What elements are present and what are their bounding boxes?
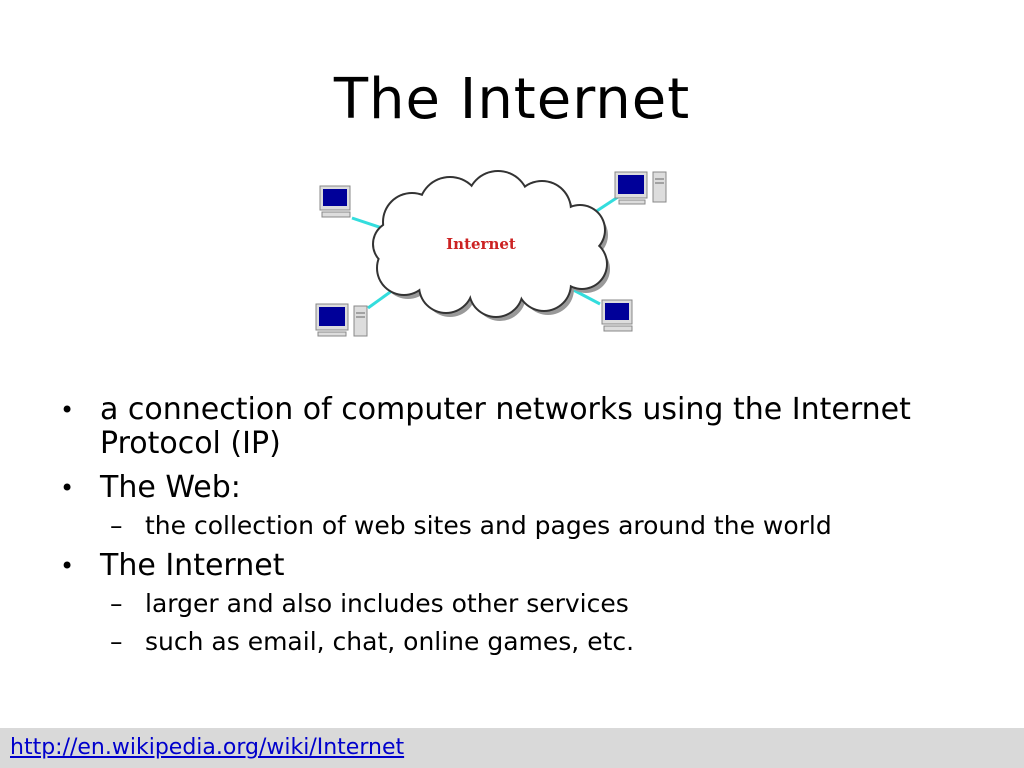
sub-bullet-glyph: –	[110, 589, 123, 618]
sub-bullet-text: such as email, chat, online games, etc.	[145, 627, 635, 656]
bullet-glyph: •	[60, 396, 75, 424]
computer-icon	[614, 171, 667, 205]
computer-icon	[319, 185, 351, 218]
cloud-label: Internet	[446, 235, 516, 253]
bullet-item: • The Internet	[60, 549, 1000, 583]
sub-bullet-item: – larger and also includes other service…	[60, 589, 1000, 619]
source-link[interactable]: http://en.wikipedia.org/wiki/Internet	[10, 735, 405, 760]
bullet-text: The Web:	[100, 470, 241, 505]
computer-icon	[601, 299, 633, 332]
sub-bullet-item: – the collection of web sites and pages …	[60, 511, 1000, 541]
cloud	[374, 172, 606, 316]
bullet-glyph: •	[60, 474, 75, 502]
footer-bar: http://en.wikipedia.org/wiki/Internet	[0, 728, 1024, 768]
sub-bullet-glyph: –	[110, 627, 123, 656]
bullet-item: • a connection of computer networks usin…	[60, 393, 1000, 461]
computer-icon	[315, 303, 368, 337]
internet-diagram: Internet	[315, 170, 667, 337]
bullet-text: a connection of computer networks using …	[100, 392, 911, 461]
slide-title: The Internet	[333, 67, 691, 132]
bullet-glyph: •	[60, 552, 75, 580]
bullet-text: The Internet	[100, 548, 285, 583]
sub-bullet-text: the collection of web sites and pages ar…	[145, 511, 832, 540]
bullet-list: • a connection of computer networks usin…	[60, 393, 1000, 665]
sub-bullet-glyph: –	[110, 511, 123, 540]
sub-bullet-item: – such as email, chat, online games, etc…	[60, 627, 1000, 657]
sub-bullet-text: larger and also includes other services	[145, 589, 629, 618]
bullet-item: • The Web:	[60, 471, 1000, 505]
